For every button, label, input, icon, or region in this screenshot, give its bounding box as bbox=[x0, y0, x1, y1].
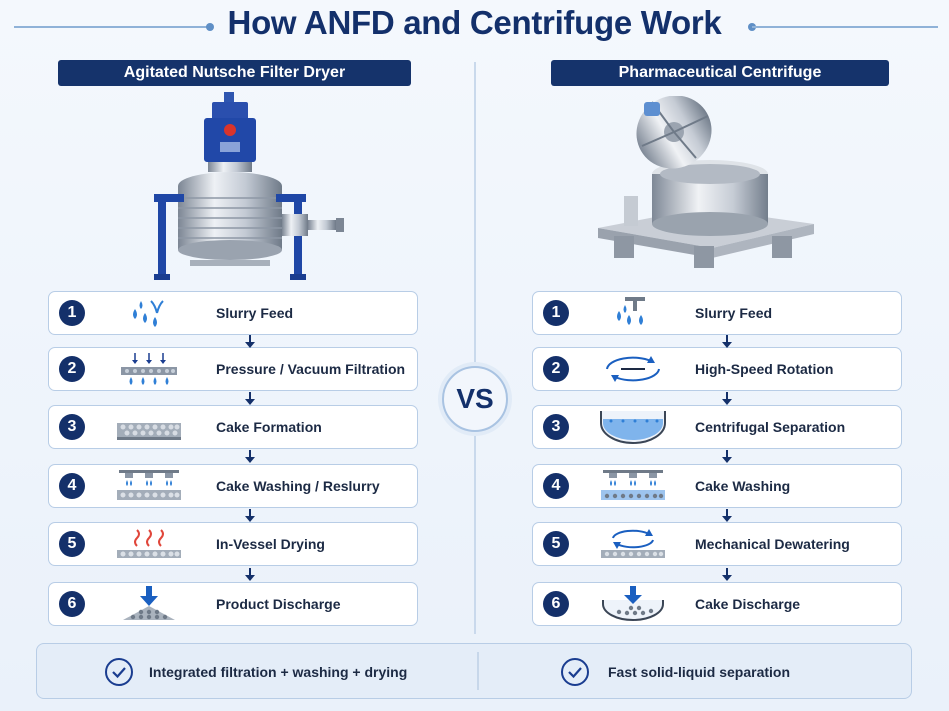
centrifuge-machine-image bbox=[598, 96, 814, 268]
anfd-machine-image bbox=[154, 92, 344, 280]
step-number: 4 bbox=[543, 473, 569, 499]
arrow-down-icon bbox=[245, 335, 255, 348]
arrow-down-icon bbox=[722, 335, 732, 348]
step-label: Cake Discharge bbox=[695, 596, 801, 612]
step-label: Pressure / Vacuum Filtration bbox=[216, 361, 406, 377]
step-number: 6 bbox=[59, 591, 85, 617]
title-rule-right bbox=[752, 26, 938, 28]
anfd-summary: Integrated filtration + washing + drying bbox=[149, 664, 408, 680]
arrow-down-icon bbox=[722, 450, 732, 463]
anfd-step-5: 5 In-Vessel Drying bbox=[48, 522, 418, 566]
arrow-down-icon bbox=[245, 509, 255, 522]
arrow-down-icon bbox=[245, 450, 255, 463]
step-number: 3 bbox=[543, 414, 569, 440]
anfd-step-3: 3 Cake Formation bbox=[48, 405, 418, 449]
summary-panel: Integrated filtration + washing + drying… bbox=[36, 643, 912, 699]
step-number: 3 bbox=[59, 414, 85, 440]
washing-icon bbox=[117, 470, 181, 500]
step-label: Centrifugal Separation bbox=[695, 419, 846, 435]
slurry-feed-icon bbox=[133, 300, 164, 327]
cake-icon bbox=[117, 423, 181, 440]
anfd-step-4: 4 Cake Washing / Reslurry bbox=[48, 464, 418, 508]
step-label: Product Discharge bbox=[216, 596, 341, 612]
step-label: In-Vessel Drying bbox=[216, 536, 325, 552]
anfd-step-2: 2 Pressure / Vacuum Filtration bbox=[48, 347, 418, 391]
discharge-icon bbox=[123, 586, 175, 620]
bowl-discharge-icon bbox=[602, 586, 664, 621]
step-number: 5 bbox=[59, 531, 85, 557]
step-number: 1 bbox=[59, 300, 85, 326]
step-number: 2 bbox=[543, 356, 569, 382]
step-label: Slurry Feed bbox=[216, 305, 294, 321]
page-title: How ANFD and Centrifuge Work bbox=[227, 4, 722, 41]
centrifuge-summary: Fast solid-liquid separation bbox=[608, 664, 791, 680]
step-number: 1 bbox=[543, 300, 569, 326]
arrow-down-icon bbox=[245, 392, 255, 405]
vs-badge: VS bbox=[442, 366, 508, 432]
centrifuge-step-4: 4 Cake Washing bbox=[532, 464, 902, 508]
arrow-down-icon bbox=[245, 568, 255, 581]
summary-divider bbox=[477, 652, 479, 690]
centrifuge-step-3: 3 Centrifugal Separation bbox=[532, 405, 902, 449]
title-dot-left bbox=[206, 23, 214, 31]
drying-icon bbox=[117, 529, 181, 558]
anfd-header: Agitated Nutsche Filter Dryer bbox=[58, 60, 411, 86]
center-divider bbox=[474, 62, 476, 634]
check-circle-icon bbox=[105, 658, 133, 686]
washing-icon bbox=[601, 470, 665, 500]
centrifuge-header: Pharmaceutical Centrifuge bbox=[551, 60, 889, 86]
centrifuge-step-1: 1 Slurry Feed bbox=[532, 291, 902, 335]
step-number: 2 bbox=[59, 356, 85, 382]
step-label: High-Speed Rotation bbox=[695, 361, 834, 377]
step-label: Cake Washing / Reslurry bbox=[216, 478, 380, 494]
title-bar: How ANFD and Centrifuge Work bbox=[0, 4, 949, 48]
bowl-icon bbox=[600, 411, 666, 444]
rotation-icon bbox=[606, 356, 660, 382]
step-label: Mechanical Dewatering bbox=[695, 536, 850, 552]
step-number: 6 bbox=[543, 591, 569, 617]
step-number: 4 bbox=[59, 473, 85, 499]
check-circle-icon bbox=[561, 658, 589, 686]
anfd-step-1: 1 Slurry Feed bbox=[48, 291, 418, 335]
filtration-icon bbox=[121, 353, 177, 385]
step-label: Cake Washing bbox=[695, 478, 791, 494]
arrow-down-icon bbox=[722, 509, 732, 522]
centrifuge-step-5: 5 Mechanical Dewatering bbox=[532, 522, 902, 566]
anfd-step-6: 6 Product Discharge bbox=[48, 582, 418, 626]
title-rule-left bbox=[14, 26, 210, 28]
dewatering-icon bbox=[601, 529, 665, 558]
step-label: Slurry Feed bbox=[695, 305, 773, 321]
step-label: Cake Formation bbox=[216, 419, 322, 435]
arrow-down-icon bbox=[722, 392, 732, 405]
slurry-feed-icon bbox=[617, 297, 645, 325]
centrifuge-step-6: 6 Cake Discharge bbox=[532, 582, 902, 626]
centrifuge-step-2: 2 High-Speed Rotation bbox=[532, 347, 902, 391]
step-number: 5 bbox=[543, 531, 569, 557]
arrow-down-icon bbox=[722, 568, 732, 581]
